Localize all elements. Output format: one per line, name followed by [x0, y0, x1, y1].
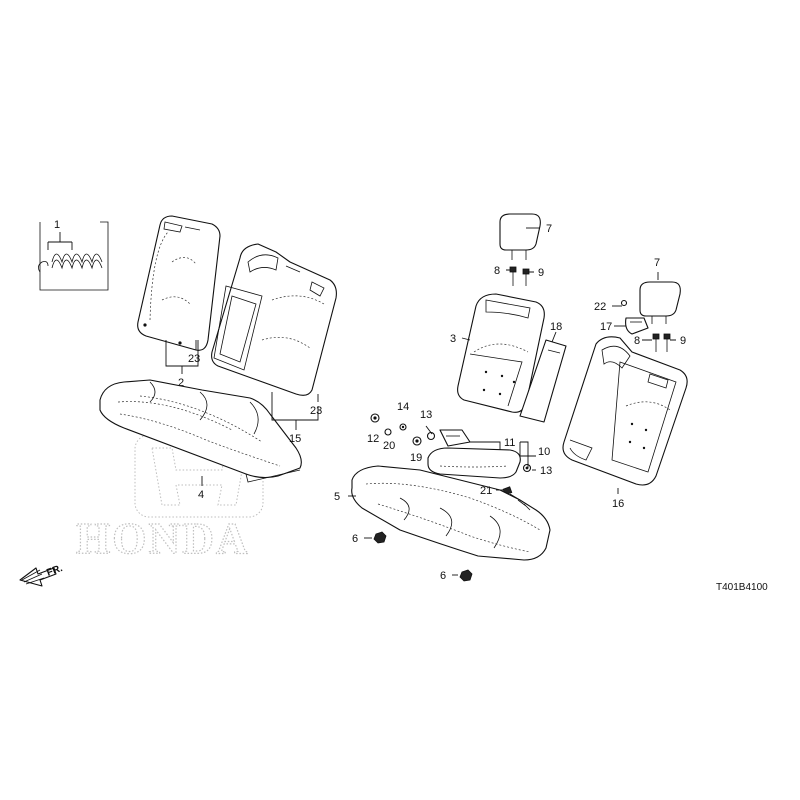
callout-19: 19 [410, 452, 422, 464]
callout-20: 20 [383, 440, 395, 452]
callout-14: 14 [397, 401, 409, 413]
fasteners-small [370, 413, 532, 473]
part-2-seatback-cover-left [137, 215, 221, 351]
callout-labels: 1 2 23 23 15 4 7 8 9 7 22 17 8 9 3 18 16… [54, 219, 686, 582]
callout-1: 1 [54, 219, 60, 231]
part-22-17-bracket [620, 299, 649, 335]
callout-3: 3 [450, 333, 456, 345]
callout-2: 2 [178, 377, 184, 389]
callout-5: 5 [334, 491, 340, 503]
callout-8-right: 8 [634, 335, 640, 347]
callout-23-left: 23 [188, 353, 200, 365]
callout-12: 12 [367, 433, 379, 445]
callout-10: 10 [538, 446, 550, 458]
callout-17: 17 [600, 321, 612, 333]
nuts-6 [373, 531, 473, 582]
part-7-headrest-right [639, 281, 681, 324]
callout-6-lower: 6 [440, 570, 446, 582]
callout-18: 18 [550, 321, 562, 333]
honda-watermark: HONDA [75, 434, 264, 564]
callout-16: 16 [612, 498, 624, 510]
leader-lines [165, 227, 676, 576]
callout-23-middle: 23 [310, 405, 322, 417]
callout-8-center: 8 [494, 265, 500, 277]
part-5-seat-cushion-right [351, 465, 551, 561]
part-1-clip-kit [38, 221, 109, 291]
front-direction-arrow: FR. [19, 563, 64, 587]
part-18-pad [519, 339, 567, 423]
callout-7-right: 7 [654, 257, 660, 269]
bolts-8-9-right [652, 333, 671, 352]
honda-wordmark: HONDA [76, 514, 250, 563]
callout-6-left: 6 [352, 533, 358, 545]
callout-9-center: 9 [538, 267, 544, 279]
callout-13-lower: 13 [540, 465, 552, 477]
callout-22: 22 [594, 301, 606, 313]
diagram-code: T401B4100 [716, 582, 768, 593]
callout-15: 15 [289, 433, 301, 445]
callout-13-upper: 13 [420, 409, 432, 421]
callout-11: 11 [504, 437, 515, 449]
part-4-seat-cushion-left [99, 379, 302, 483]
part-16-seatback-frame-right [562, 336, 688, 486]
callout-21: 21 [480, 485, 492, 497]
callout-7-center: 7 [546, 223, 552, 235]
front-direction-label: FR. [45, 563, 64, 579]
part-7-headrest-center [499, 213, 541, 260]
part-15-seatback-frame-left [211, 243, 337, 396]
callout-4: 4 [198, 489, 204, 501]
callout-9-right: 9 [680, 335, 686, 347]
part-11-armrest [427, 429, 521, 479]
bolts-8-9-center [509, 266, 530, 286]
